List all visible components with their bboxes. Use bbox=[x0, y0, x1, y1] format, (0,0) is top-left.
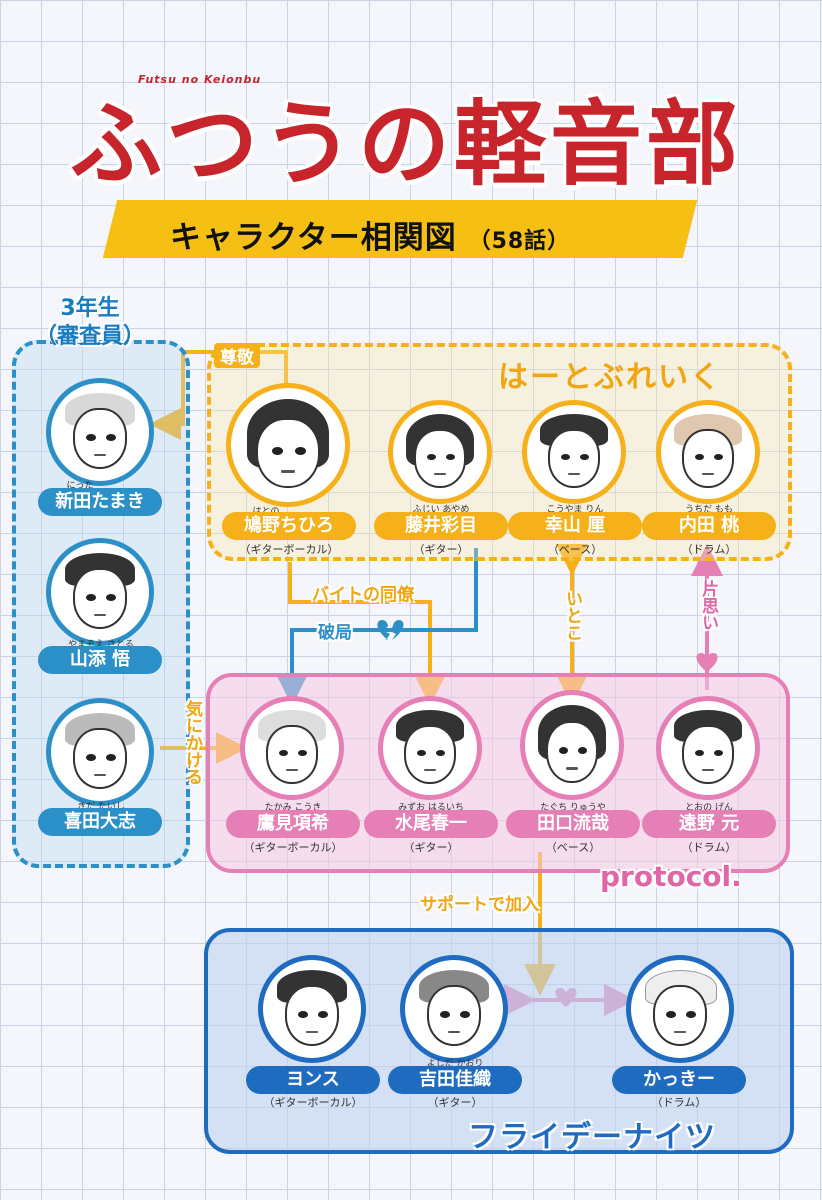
label-broken: 破局 bbox=[318, 623, 352, 643]
ruby-kouyama: こうやま りん bbox=[546, 505, 604, 515]
nameplate-uchida: 内田 桃 bbox=[642, 512, 776, 540]
label-cousins: いとこ bbox=[562, 590, 582, 641]
portrait-fujii bbox=[388, 400, 492, 504]
nameplate-taguchi: 田口流哉 bbox=[506, 810, 640, 838]
role-uchida: （ドラム） bbox=[681, 543, 737, 556]
label-crush: 片思い bbox=[698, 580, 718, 631]
senior-role-label: （審査員） bbox=[34, 324, 145, 349]
title-english: Futsu no Keionbu bbox=[138, 73, 262, 86]
portrait-kakki bbox=[626, 955, 734, 1063]
nameplate-kouyama: 幸山 厘 bbox=[508, 512, 642, 540]
ruby-mizuo: みずお はるいち bbox=[398, 803, 464, 813]
portrait-hatono bbox=[226, 383, 350, 507]
role-kakki: （ドラム） bbox=[651, 1096, 707, 1109]
ruby-kida: きだ たいし bbox=[77, 802, 125, 812]
portrait-uchida bbox=[656, 400, 760, 504]
nameplate-fujii: 藤井彩目 bbox=[374, 512, 508, 540]
subtitle-episode: （58話） bbox=[468, 229, 571, 254]
nameplate-kakki: かっきー bbox=[612, 1066, 746, 1094]
portrait-yoshida bbox=[400, 955, 508, 1063]
subtitle-text: キャラクター相関図 bbox=[170, 220, 457, 256]
nameplate-yonsu: ヨンス bbox=[246, 1066, 380, 1094]
heart-icon-crush bbox=[696, 653, 718, 672]
nameplate-yoshida: 吉田佳織 bbox=[388, 1066, 522, 1094]
ruby-nitta: にった bbox=[66, 481, 94, 491]
role-yoshida: （ギター） bbox=[427, 1096, 483, 1109]
label-part-time: バイトの同僚 bbox=[312, 585, 414, 605]
ruby-yoshida: よしだ かおり bbox=[426, 1059, 484, 1069]
portrait-yamazoe bbox=[46, 538, 154, 646]
nameplate-yamazoe: 山添 悟 bbox=[38, 646, 162, 674]
broken-heart-icon bbox=[377, 620, 404, 640]
role-fujii: （ギター） bbox=[413, 543, 469, 556]
ruby-uchida: うちだ もも bbox=[685, 505, 733, 515]
ruby-taguchi: たぐち りゅうや bbox=[540, 803, 606, 813]
role-hatono: （ギターボーカル） bbox=[239, 543, 339, 556]
ruby-fujii: ふじい あやめ bbox=[412, 505, 470, 515]
nameplate-kida: 喜田大志 bbox=[38, 808, 162, 836]
protocol-band-name: protocol. bbox=[600, 860, 742, 893]
role-yonsu: （ギターボーカル） bbox=[263, 1096, 363, 1109]
portrait-mizuo bbox=[378, 696, 482, 800]
portrait-kouyama bbox=[522, 400, 626, 504]
portrait-kida bbox=[46, 698, 154, 806]
nameplate-tono: 遠野 元 bbox=[642, 810, 776, 838]
subtitle: キャラクター相関図 （58話） bbox=[170, 212, 570, 257]
portrait-takami bbox=[240, 696, 344, 800]
line-part-time bbox=[288, 562, 446, 706]
role-kouyama: （ベース） bbox=[547, 543, 603, 556]
nameplate-hatono: 鳩野ちひろ bbox=[222, 512, 356, 540]
portrait-nitta bbox=[46, 378, 154, 486]
portrait-yonsu bbox=[258, 955, 366, 1063]
ruby-takami: たかみ こうき bbox=[264, 803, 322, 813]
label-support: サポートで加入 bbox=[420, 895, 539, 915]
label-respect: 尊敬 bbox=[214, 343, 260, 368]
nameplate-mizuo: 水尾春一 bbox=[364, 810, 498, 838]
role-taguchi: （ベース） bbox=[545, 841, 601, 854]
role-mizuo: （ギター） bbox=[403, 841, 459, 854]
heartbreak-band-name: はーとぶれいく bbox=[498, 360, 722, 395]
role-tono: （ドラム） bbox=[681, 841, 737, 854]
portrait-taguchi bbox=[520, 690, 624, 800]
ruby-tono: とおの げん bbox=[685, 803, 733, 813]
nameplate-takami: 鷹見項希 bbox=[226, 810, 360, 838]
friday-band-name: フライデーナイツ bbox=[468, 1120, 716, 1155]
label-concerned: 気にかける bbox=[182, 700, 202, 785]
role-takami: （ギターボーカル） bbox=[243, 841, 343, 854]
portrait-tono bbox=[656, 696, 760, 800]
ruby-yamazoe: やまぞえ さとる bbox=[68, 640, 134, 650]
page-title: ふつうの軽音部 bbox=[70, 91, 743, 198]
senior-year-label: 3年生 bbox=[60, 296, 120, 321]
nameplate-nitta: 新田たまき bbox=[38, 488, 162, 516]
